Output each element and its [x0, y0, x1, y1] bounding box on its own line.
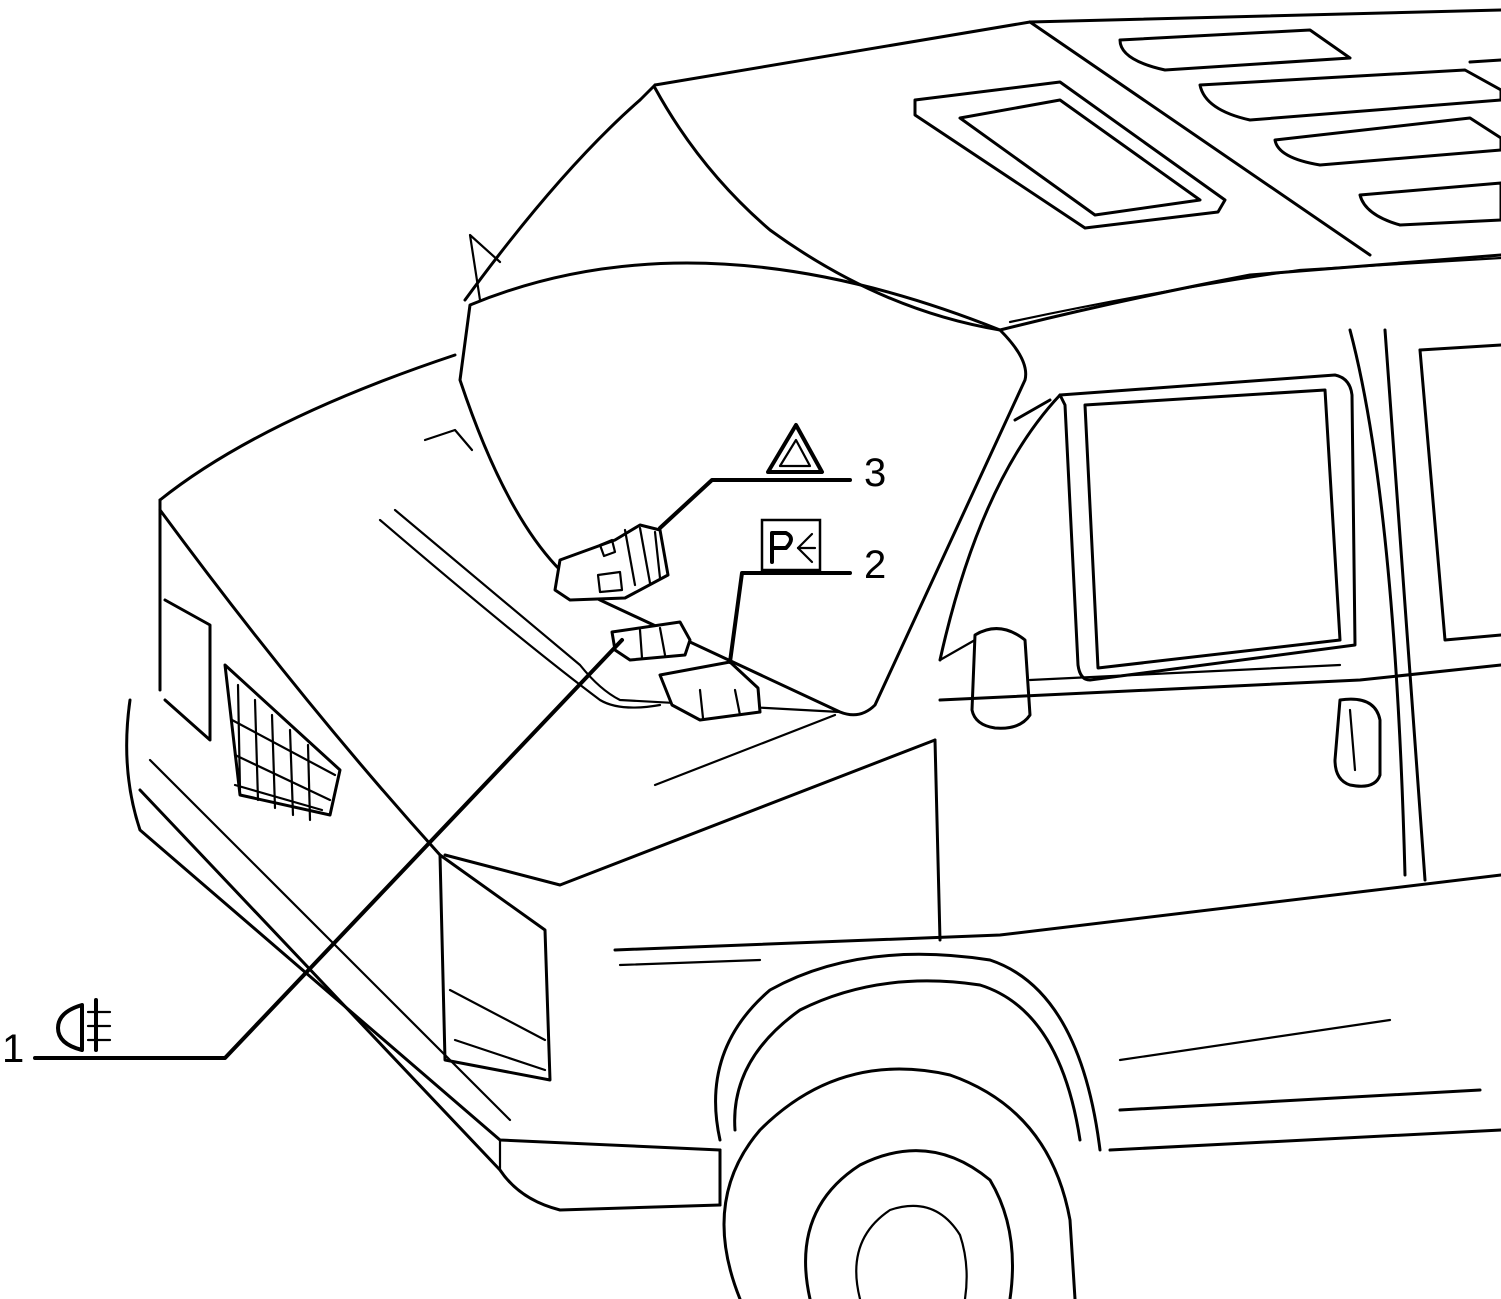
leader-lines	[33, 478, 852, 1060]
windshield	[423, 98, 1028, 717]
callout-number-1: 1	[2, 1027, 24, 1071]
switch-hazard	[553, 523, 670, 602]
callout-number-2: 2	[864, 543, 886, 587]
van-side	[613, 328, 1501, 1152]
parking-lights-icon	[760, 518, 822, 572]
rear-fog-lamp-icon	[56, 998, 112, 1052]
switch-parking-lights	[658, 660, 762, 722]
leader-line-1	[33, 638, 624, 1060]
front-wheel	[714, 952, 1102, 1299]
leader-line-2	[728, 571, 852, 664]
callout-number-3: 3	[864, 451, 886, 495]
front-bumper	[125, 698, 722, 1212]
van-roof	[638, 8, 1501, 332]
leader-line-3	[658, 478, 852, 530]
hood	[158, 353, 942, 942]
hazard-warning-icon	[766, 423, 824, 474]
front-grille	[163, 598, 552, 1082]
